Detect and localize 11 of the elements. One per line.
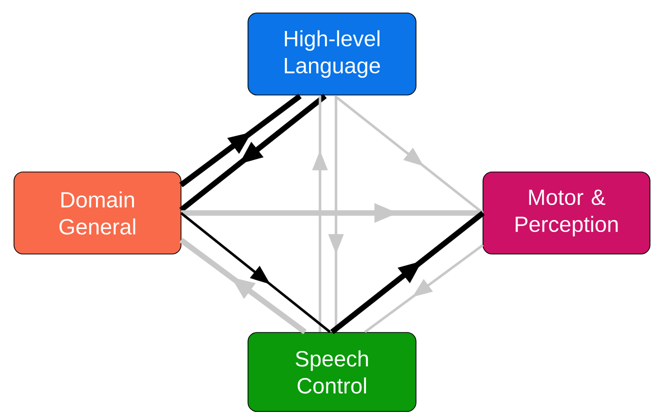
process-box: Motor & Perception (482, 172, 650, 254)
arrow (334, 95, 484, 214)
arrow (179, 94, 302, 188)
process-box: Speech Control (248, 332, 416, 412)
arrow (179, 94, 327, 212)
process-box: High-level Language (248, 12, 416, 96)
process-box: Domain General (14, 172, 182, 254)
arrow (330, 210, 485, 334)
arrow (180, 212, 331, 333)
arrow (364, 244, 484, 334)
arrow (179, 238, 307, 334)
